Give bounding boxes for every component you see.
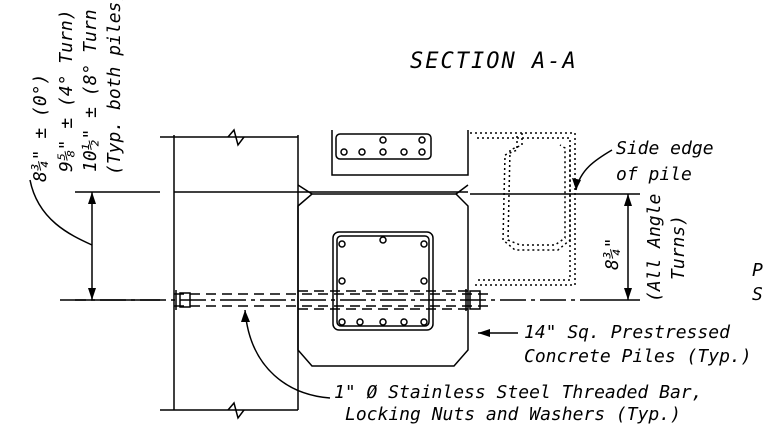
rotated-pile-dotted xyxy=(470,132,576,286)
section-title: SECTION A-A xyxy=(410,49,578,74)
right-nut xyxy=(469,290,481,310)
bar-leader xyxy=(244,309,331,399)
dimension-left-line1: 8¾" ± (0°) xyxy=(30,74,51,182)
edge-letter-p: P xyxy=(752,260,763,281)
dimension-right-value: 8¾" xyxy=(602,237,623,270)
side-edge-leader xyxy=(575,149,613,191)
left-nut xyxy=(179,292,191,308)
pile-label-line1: 14" Sq. Prestressed xyxy=(524,322,731,343)
bar-label-line1: 1" Ø Stainless Steel Threaded Bar, xyxy=(334,382,702,403)
side-edge-label-line2: of pile xyxy=(616,164,692,185)
side-edge-label-line1: Side edge xyxy=(616,138,714,159)
bar-label-line2: Locking Nuts and Washers (Typ.) xyxy=(345,404,681,424)
dimension-left-line3: 10½" ± (8° Turn xyxy=(80,9,101,172)
dimension-right-note-line1: (All Angle xyxy=(644,194,665,302)
pile-label-line2: Concrete Piles (Typ.) xyxy=(524,346,752,367)
dimension-left-line4: (Typ. both piles) xyxy=(104,0,125,175)
rebar-cage xyxy=(332,231,434,331)
edge-letter-s: S xyxy=(752,284,763,305)
dimension-right-note-line2: Turns) xyxy=(668,215,689,280)
threaded-bar xyxy=(174,290,488,310)
left-leader xyxy=(29,179,93,246)
dimension-left-line2: 9⅝" ± (4° Turn) xyxy=(56,9,77,172)
upper-pile-outline xyxy=(331,130,469,176)
main-pile-outline xyxy=(297,193,469,367)
